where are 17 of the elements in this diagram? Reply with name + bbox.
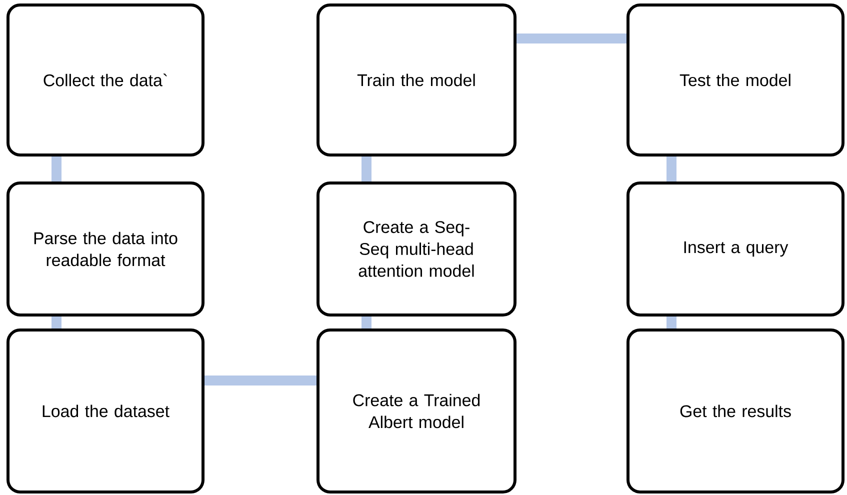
process-box: Get the results [626,328,844,494]
process-box: Create a Seq-Seq multi-head attention model [316,182,516,316]
connector [52,316,62,328]
process-box: Parse the data into readable format [6,182,204,316]
process-box: Train the model [316,4,516,156]
connector [666,156,676,182]
process-box: Collect the data` [6,4,204,156]
process-box: Load the dataset [6,328,204,494]
connector [204,376,316,386]
process-box: Test the model [626,4,844,156]
connector [362,156,372,182]
connector [516,34,626,44]
connector [362,316,372,328]
process-box: Insert a query [626,182,844,316]
connector [666,316,676,328]
process-box: Create a Trained Albert model [316,328,516,494]
connector [52,156,62,182]
